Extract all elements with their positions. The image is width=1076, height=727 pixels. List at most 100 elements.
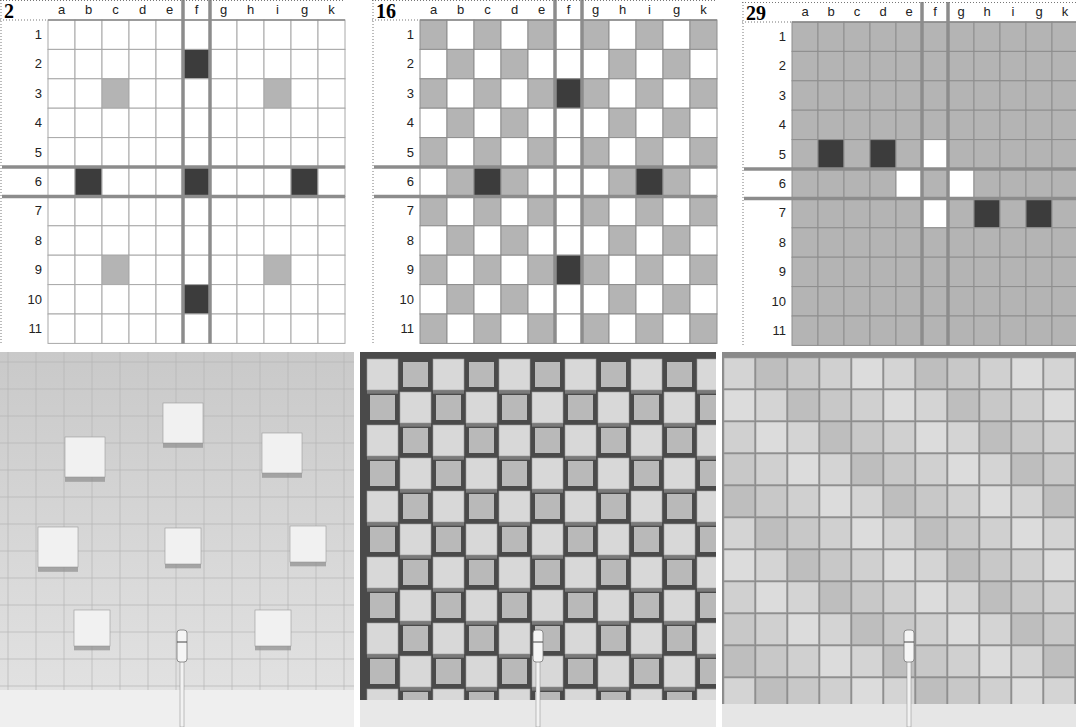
recessed-cube <box>601 626 626 651</box>
cube-shadow <box>532 621 563 625</box>
wood-cube <box>631 623 662 654</box>
grid-cell <box>420 226 447 255</box>
recessed-cube <box>436 527 461 552</box>
wood-cube <box>65 437 105 477</box>
grid-edge <box>420 19 717 21</box>
wood-cube <box>724 518 755 549</box>
grid-cell <box>1000 316 1026 345</box>
wood-cube <box>466 392 497 423</box>
wall <box>722 352 1076 727</box>
row-number: 3 <box>0 79 42 108</box>
grid-cell <box>690 20 717 49</box>
grid-cell <box>974 287 1000 316</box>
column-letter: d <box>501 0 528 20</box>
wood-cube <box>1012 422 1043 453</box>
grid-cell <box>318 49 345 78</box>
wood-cube <box>980 678 1011 709</box>
wood-cube <box>948 454 979 485</box>
wood-cube <box>884 518 915 549</box>
recessed-cube <box>469 362 494 387</box>
wood-cube <box>664 656 695 687</box>
wood-cube <box>499 557 530 588</box>
wood-cube <box>1044 422 1075 453</box>
wood-cube <box>756 358 787 389</box>
thick-axis-line <box>744 197 1076 201</box>
thick-axis-line <box>181 0 185 343</box>
wood-cube <box>820 678 851 709</box>
grid-cell <box>690 196 717 225</box>
grid-cell <box>48 20 75 49</box>
wood-cube <box>631 425 662 456</box>
grid-cell <box>1052 257 1076 286</box>
recessed-cube <box>370 527 395 552</box>
grid-cell <box>1000 228 1026 257</box>
grid-cell <box>948 257 974 286</box>
recessed-cube <box>634 395 659 420</box>
wood-cube <box>664 458 695 489</box>
grid-cell <box>896 140 922 169</box>
wood-cube <box>788 358 819 389</box>
grid-cell <box>663 226 690 255</box>
grid-cell <box>156 138 183 167</box>
wood-cube <box>598 524 629 555</box>
grid-cell <box>818 22 844 51</box>
wood-cube <box>980 614 1011 645</box>
column-letter: b <box>447 0 474 20</box>
wood-cube <box>367 557 398 588</box>
column-letter: h <box>609 0 636 20</box>
grid-cell <box>870 287 896 316</box>
grid-cell <box>183 285 210 314</box>
row-number: 1 <box>372 20 414 49</box>
grid-cell <box>264 108 291 137</box>
wood-cube <box>367 623 398 654</box>
recessed-cube <box>601 362 626 387</box>
grid-cell <box>948 81 974 110</box>
grid-cell <box>48 226 75 255</box>
cube-shadow <box>367 456 398 460</box>
column-letter: a <box>420 0 447 20</box>
wood-cube <box>1044 614 1075 645</box>
wood-cube <box>532 458 563 489</box>
grid-cell <box>1000 287 1026 316</box>
grid-cell <box>420 138 447 167</box>
grid-cell <box>555 255 582 284</box>
cube-shadow <box>165 564 201 568</box>
cube-shadow <box>400 687 431 691</box>
recessed-cube <box>634 527 659 552</box>
grid-cell <box>102 314 129 343</box>
wood-cube <box>499 359 530 390</box>
wood-cube <box>1012 550 1043 581</box>
wood-cube <box>980 358 1011 389</box>
grid-cell <box>501 167 528 196</box>
grid-cell <box>582 314 609 343</box>
grid-cell <box>870 198 896 227</box>
recessed-cube <box>469 626 494 651</box>
grid-cell <box>474 285 501 314</box>
grid-cell <box>129 226 156 255</box>
row-number: 1 <box>742 22 786 51</box>
grid-cell <box>183 226 210 255</box>
wood-cube <box>631 557 662 588</box>
grid-cell <box>102 285 129 314</box>
grid-cell <box>948 22 974 51</box>
recessed-cube <box>700 461 716 486</box>
wall-grid <box>0 524 354 525</box>
grid-cell <box>922 51 948 80</box>
column-letter: k <box>318 0 345 20</box>
microphone <box>904 630 914 662</box>
row-number: 5 <box>0 138 42 167</box>
wood-cube <box>466 656 497 687</box>
column-letter: a <box>48 0 75 20</box>
grid-cell <box>291 49 318 78</box>
cube-shadow <box>65 477 105 482</box>
grid-cell <box>690 226 717 255</box>
grid-cell <box>870 81 896 110</box>
wood-cube <box>1012 486 1043 517</box>
grid-cell <box>474 49 501 78</box>
grid-cell <box>922 287 948 316</box>
grid-cell <box>420 79 447 108</box>
wall-grid <box>344 352 345 690</box>
wood-cube <box>788 614 819 645</box>
grid-cell <box>948 110 974 139</box>
grid-cell <box>264 255 291 284</box>
